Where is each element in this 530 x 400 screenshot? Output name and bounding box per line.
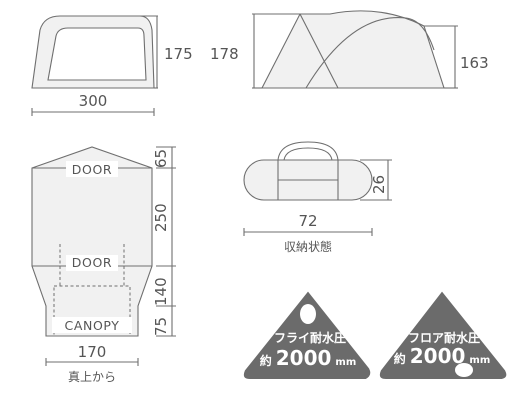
badge-floor-waterproof: フロア耐水圧 約 2000 mm (377, 288, 509, 381)
badge-fly-waterproof: フライ耐水圧 約 2000 mm (241, 288, 373, 381)
top-view-seg-1-value: 65 (152, 149, 170, 168)
badge-title: フライ耐水圧 (274, 330, 346, 345)
top-view-canopy-label: CANOPY (65, 318, 120, 333)
top-view: DOOR DOOR CANOPY 65 250 140 75 170 真上から (31, 146, 176, 384)
badge-prefix: 約 (260, 353, 272, 368)
top-view-caption: 真上から (68, 370, 116, 384)
badge-value-line: 約 2000 mm (260, 346, 357, 370)
badge-prefix: 約 (394, 351, 406, 366)
storage-length-value: 72 (298, 212, 317, 230)
top-view-rear-door-label-bg (66, 255, 118, 271)
front-view-tent-body (261, 10, 445, 89)
top-view-rear-door-label: DOOR (72, 255, 112, 270)
water-drop-icon (300, 304, 316, 324)
top-view-seg-3-value: 140 (152, 277, 170, 306)
badge-unit: mm (335, 357, 356, 368)
top-view-front-door-label: DOOR (72, 162, 112, 177)
storage-bag: 26 72 収納状態 (243, 141, 392, 254)
storage-bag-handle-outer (277, 141, 339, 161)
top-view-seg-2-value: 250 (152, 203, 170, 232)
front-view-pole-line (299, 13, 339, 89)
top-view-door-label-bg (66, 161, 118, 177)
badge-mountain-shape (241, 288, 373, 381)
top-view-inner-dashed (59, 244, 125, 286)
side-view-width-value: 300 (79, 92, 108, 110)
storage-caption: 収納状態 (284, 239, 332, 254)
side-view-window (47, 27, 147, 81)
top-view-canopy-label-bg (52, 317, 132, 333)
badge-title: フロア耐水圧 (408, 330, 480, 345)
top-view-tent-outline (31, 146, 153, 337)
side-view-height-value: 175 (164, 45, 193, 63)
badge-value: 2000 (276, 346, 332, 370)
badge-mountain-shape (377, 288, 509, 381)
top-view-width-value: 170 (78, 343, 107, 361)
front-view-dome-line (305, 17, 435, 89)
top-view-canopy-dashed (53, 285, 131, 337)
badge-value-line: 約 2000 mm (394, 344, 491, 368)
front-view-right-height-value: 163 (460, 54, 489, 72)
storage-bag-handle-inner (283, 147, 333, 161)
front-view-left-height-value: 178 (210, 45, 239, 63)
side-view: 175 300 (31, 15, 193, 116)
front-view: 178 163 (210, 10, 489, 89)
water-drop-icon (455, 363, 473, 377)
badge-value: 2000 (410, 344, 466, 368)
top-view-seg-4-value: 75 (152, 317, 170, 336)
storage-height-value: 26 (370, 175, 388, 194)
badge-unit: mm (469, 355, 490, 366)
